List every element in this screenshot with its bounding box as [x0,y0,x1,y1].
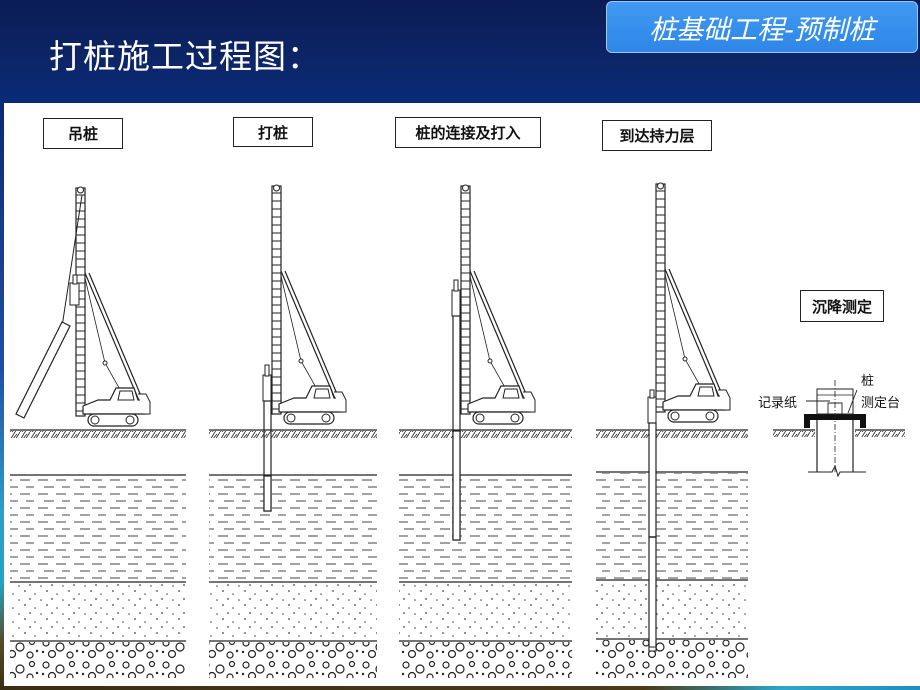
panel-label-splice: 桩的连接及打入 [395,117,541,148]
left-edge-decoration [0,103,4,690]
settlement-detail [773,380,905,478]
diagram-area: 吊桩 打桩 桩的连接及打入 到达持力层 沉降测定 桩 记录纸 测定台 [4,103,920,686]
panel-label-drive: 打桩 [233,117,313,147]
page-title: 打桩施工过程图： [49,37,321,76]
label-record-paper: 记录纸 [758,396,798,411]
pile-driving-diagram [10,182,905,678]
label-pile: 桩 [861,374,875,389]
section-badge: 桩基础工程-预制桩 [606,1,918,53]
panel-label-lift: 吊桩 [43,118,123,149]
bottom-edge-decoration [0,686,920,690]
settlement-title: 沉降测定 [800,290,884,322]
header-bar: 打桩施工过程图： 桩基础工程-预制桩 [0,0,920,103]
panel-lift [10,186,186,678]
section-badge-label: 桩基础工程-预制桩 [649,14,875,46]
panel-label-bearing: 到达持力层 [602,120,712,151]
panel-bearing [596,182,748,678]
panel-splice [399,184,572,678]
panel-drive [209,184,377,678]
label-measuring-stand: 测定台 [861,396,901,411]
